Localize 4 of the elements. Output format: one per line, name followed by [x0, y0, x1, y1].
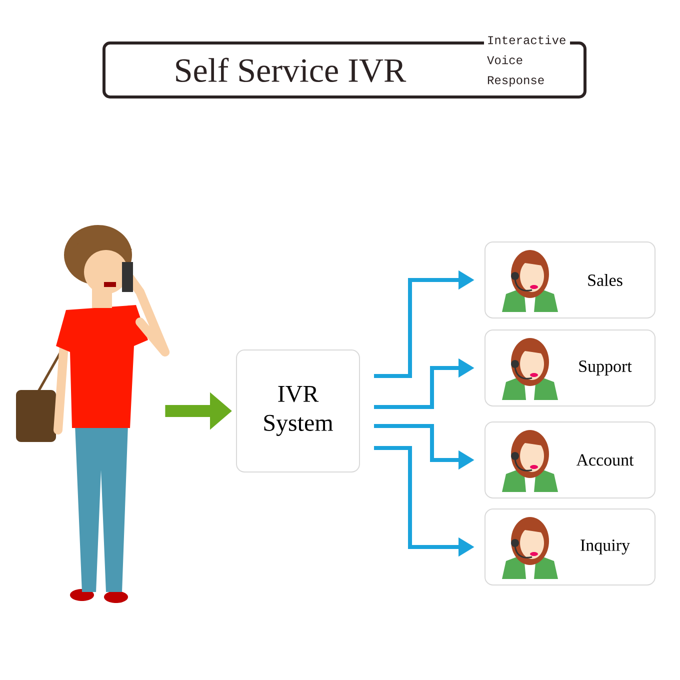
title: Self Service IVR: [172, 56, 408, 84]
person-drawing: [16, 225, 170, 603]
subtitle: Interactive Voice Response: [484, 32, 570, 90]
system-box: IVR System: [236, 350, 360, 472]
